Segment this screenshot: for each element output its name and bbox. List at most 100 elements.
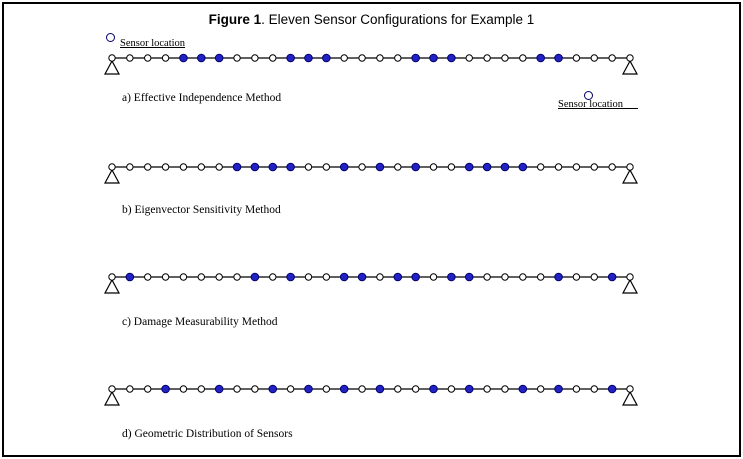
sensor-node [518,162,528,172]
beam-node [519,54,527,62]
beam-node [447,385,456,393]
row-label-d: d) Geometric Distribution of Sensors [122,428,293,440]
beam-node [233,385,241,393]
beam-node [161,54,170,62]
beam-node [179,385,188,393]
beam-node [626,273,634,281]
sensor-node [304,384,313,394]
figure-title-text: . Eleven Sensor Configurations for Examp… [261,12,535,27]
sensor-node [286,162,295,172]
beam-node [197,273,206,281]
sensor-node [482,162,492,172]
beam-node [501,54,509,62]
support-triangle-a-right [621,59,639,75]
sensor-node [197,53,206,63]
figure-title-number: Figure 1 [208,12,262,27]
beam-node [108,273,116,281]
sensor-node [179,53,188,63]
sensor-node [554,53,563,63]
beam-node [179,273,188,281]
beam-node [554,163,563,171]
sensor-node [375,162,385,172]
sensor-node [214,384,224,394]
row-label-b: b) Eigenvector Sensitivity Method [122,204,281,216]
sensor-node [393,272,403,282]
beam-node [608,163,616,171]
beam-node [126,163,134,171]
support-triangle-c-right [621,278,639,294]
beam-node [483,273,491,281]
sensor-legend-icon-right [584,91,593,100]
beam-node [322,385,331,393]
beam-node [590,163,598,171]
beam-node [358,385,366,393]
beam-node [626,385,634,393]
beam-node [251,54,259,62]
beam-node [394,163,402,171]
sensor-legend-icon [106,33,115,42]
beam-node [519,273,527,281]
row-label-a: a) Effective Independence Method [122,92,282,104]
beam-node [483,385,491,393]
sensor-node [339,384,349,394]
beam-node [144,54,152,62]
figure-title: Figure 1. Eleven Sensor Configurations f… [0,12,743,27]
beam-node [626,163,634,171]
beam-node [108,54,116,62]
beam-node [215,163,223,171]
sensor-legend-right-underline [558,108,638,109]
beam-node [161,273,170,281]
beam-node [376,54,384,62]
sensor-node [500,162,510,172]
beam-node [269,54,277,62]
sensor-node [339,272,349,282]
beam-node [501,385,509,393]
sensor-node [607,272,617,282]
beam-node [197,385,206,393]
beam-node [144,273,152,281]
beam-node [376,273,384,281]
beam-node [215,273,223,281]
beam-node [358,163,366,171]
sensor-node [464,272,474,282]
sensor-node [607,384,617,394]
beam-node [590,273,598,281]
beam-node [590,385,598,393]
sensor-node [161,384,170,394]
beam-node [269,273,277,281]
sensor-node [411,53,420,63]
beam-node [233,273,241,281]
beam-node [340,54,348,62]
sensor-node [411,162,420,172]
sensor-node [250,272,260,282]
beam-node [251,385,259,393]
sensor-node [429,384,438,394]
sensor-node [125,272,135,282]
beam-node [465,54,473,62]
beam-node [411,385,420,393]
beam-node [501,273,509,281]
beam-node [179,163,188,171]
beam-node [572,273,581,281]
sensor-legend-label-right-clipped: Sensor location [558,99,624,107]
sensor-node [250,162,260,172]
sensor-node [536,53,545,63]
beam-node [358,54,366,62]
sensor-node [322,53,331,63]
sensor-node [268,384,278,394]
support-triangle-d-left [103,390,121,406]
sensor-node [464,384,474,394]
support-triangle-a-left [103,59,121,75]
beam-node [572,163,581,171]
sensor-node [411,272,420,282]
sensor-node [339,162,349,172]
sensor-node [286,272,295,282]
beam-node [304,273,313,281]
beam-node [536,385,545,393]
beam-node [590,54,598,62]
beam-node [108,163,116,171]
row-label-c: c) Damage Measurability Method [122,316,278,328]
